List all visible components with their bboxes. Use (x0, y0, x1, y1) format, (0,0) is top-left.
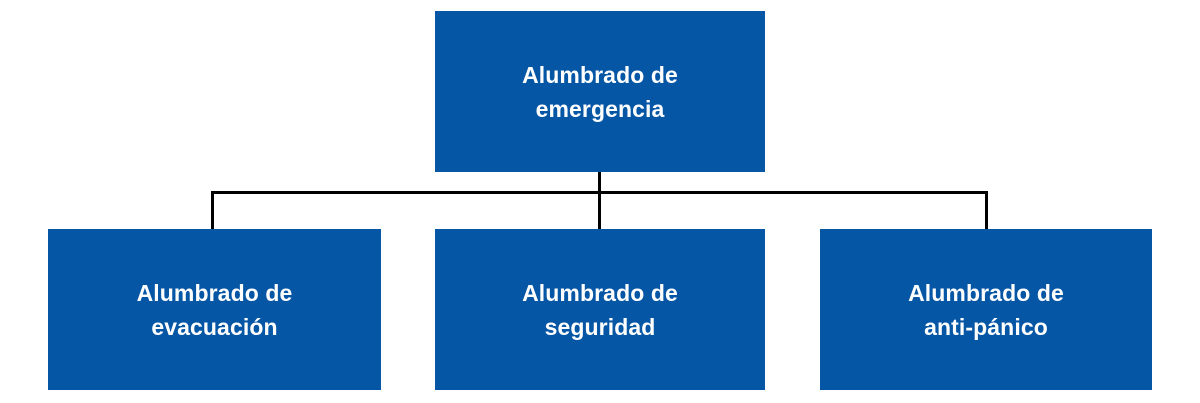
connector-root-trunk (598, 172, 601, 229)
connector-drop-right (985, 191, 988, 229)
node-child-label: Alumbrado de evacuación (136, 279, 293, 340)
node-alumbrado-de-anti-panico: Alumbrado de anti-pánico (820, 229, 1152, 390)
node-root-label: Alumbrado de emergencia (522, 61, 678, 122)
node-child-label: Alumbrado de anti-pánico (908, 279, 1064, 340)
node-alumbrado-de-evacuacion: Alumbrado de evacuación (48, 229, 381, 390)
node-alumbrado-de-emergencia: Alumbrado de emergencia (435, 11, 765, 172)
connector-drop-left (211, 191, 214, 229)
node-alumbrado-de-seguridad: Alumbrado de seguridad (435, 229, 765, 390)
node-child-label: Alumbrado de seguridad (522, 279, 678, 340)
